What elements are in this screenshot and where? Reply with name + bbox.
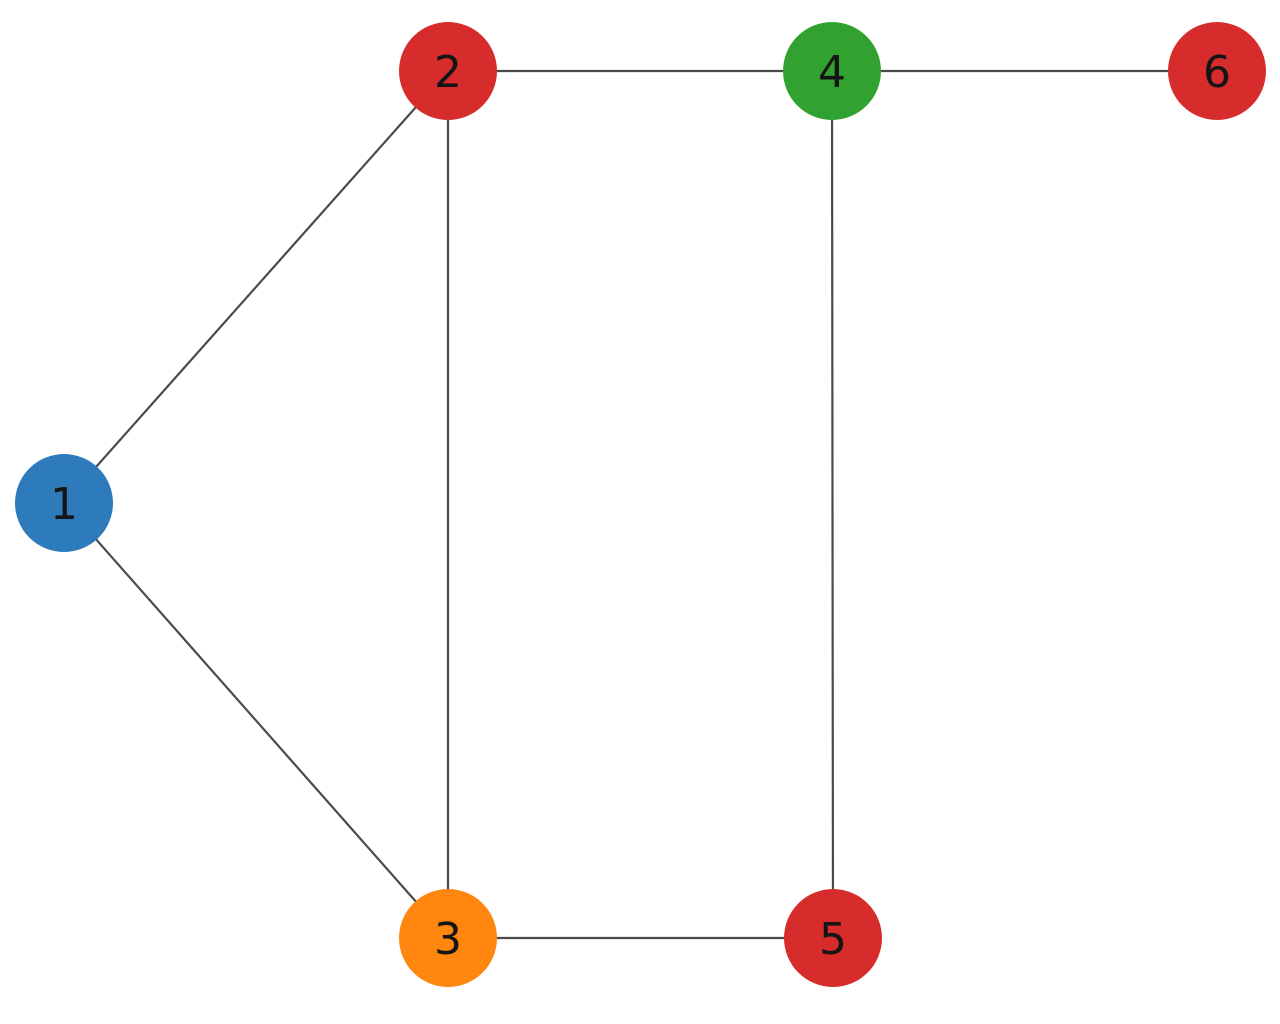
edge-4-5 (830, 69, 835, 940)
node-4 (783, 22, 881, 120)
node-label-6: 6 (1203, 47, 1231, 98)
node-label-5: 5 (819, 914, 847, 965)
node-label-2: 2 (434, 47, 462, 98)
node-label-4: 4 (818, 47, 846, 98)
node-6 (1168, 22, 1266, 120)
node-2 (399, 22, 497, 120)
edge-1-2 (62, 69, 450, 505)
node-5 (784, 889, 882, 987)
node-1 (15, 454, 113, 552)
edge-1-3 (62, 501, 450, 940)
node-label-3: 3 (434, 914, 462, 965)
node-label-1: 1 (50, 479, 78, 530)
node-3 (399, 889, 497, 987)
